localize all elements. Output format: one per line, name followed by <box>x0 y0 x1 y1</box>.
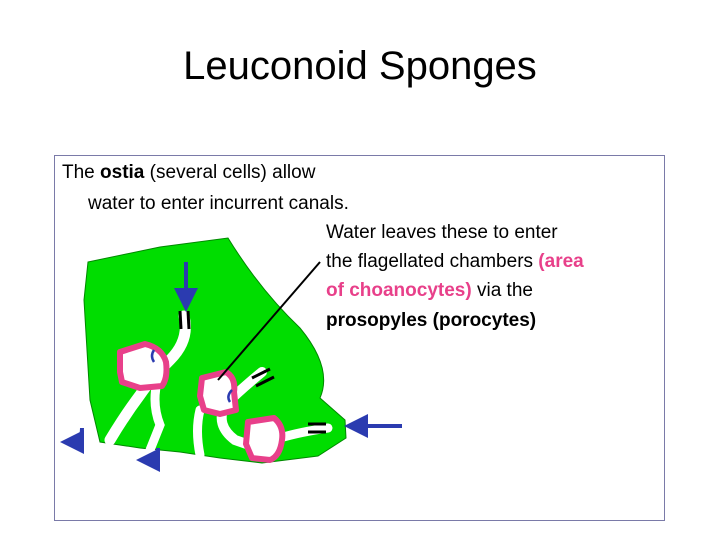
choanocyte-area-highlight-1: (area <box>538 251 584 272</box>
text-line-2: water to enter incurrent canals. <box>88 193 349 214</box>
flagellated-chamber-3 <box>243 415 286 463</box>
sponge-diagram <box>60 237 402 472</box>
prosopyle-bar-1 <box>251 367 271 380</box>
flow-mark-1 <box>150 349 156 363</box>
text-line-1: The ostia (several cells) allow <box>62 162 315 184</box>
pointer-line <box>217 261 321 381</box>
flagellated-chamber-2 <box>197 369 239 417</box>
ostium-bar-1 <box>178 310 183 330</box>
text-line-4-prefix: the flagellated chambers <box>326 251 539 272</box>
flagellated-chamber-1 <box>117 341 170 391</box>
content-frame <box>54 155 665 521</box>
text-line-5-suffix: via the <box>471 280 533 301</box>
outflow-arrow-middle <box>136 447 161 472</box>
excurrent-canal-2 <box>193 405 205 460</box>
slide-title: Leuconoid Sponges <box>183 44 537 88</box>
flow-mark-2 <box>227 389 233 403</box>
sponge-body <box>83 237 347 464</box>
prosopyle-bar-2 <box>255 375 275 388</box>
text-line-4: the flagellated chambers (area <box>326 251 584 273</box>
text-line-6: prosopyles (porocytes) <box>326 310 537 331</box>
ostia-term: ostia <box>100 162 145 183</box>
outflow-arrow-left <box>60 427 85 454</box>
text-line-1-suffix: (several cells) allow <box>144 162 316 183</box>
choanocyte-area-highlight-2: of choanocytes) <box>326 280 472 301</box>
text-line-3: Water leaves these to enter <box>326 222 558 243</box>
ostium-bar-2 <box>186 310 191 330</box>
text-line-1-prefix: The <box>62 162 101 183</box>
text-line-5: of choanocytes) via the <box>326 280 533 302</box>
